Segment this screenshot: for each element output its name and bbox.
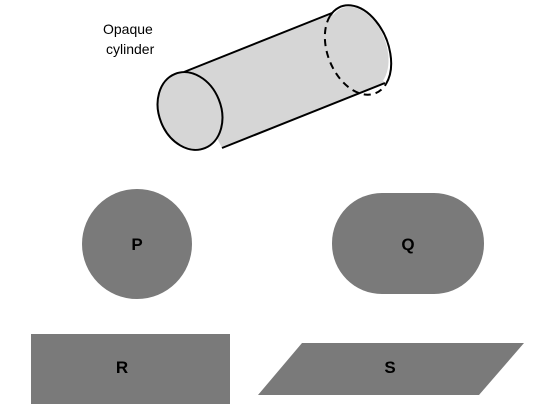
cylinder-bottom-edge: [221, 82, 386, 149]
opaque-cylinder: [156, 4, 393, 151]
shadow-s-parallelogram: [258, 343, 524, 395]
shadow-q-label: Q: [401, 235, 414, 254]
shadow-p: P: [82, 189, 192, 299]
shadow-s-label: S: [384, 358, 395, 377]
cylinder-caption-line-2: cylinder: [106, 41, 155, 57]
shadow-p-circle: [82, 189, 192, 299]
cylinder-caption-line-1: Opaque: [103, 21, 153, 37]
shadow-r-rectangle: [31, 334, 230, 404]
cylinder-near-end: [156, 71, 224, 151]
shadow-p-label: P: [131, 235, 142, 254]
cylinder-far-end: [327, 6, 389, 90]
cylinder-far-end-hidden-rim: [323, 15, 387, 96]
shadow-s: S: [258, 343, 524, 395]
shadow-q: Q: [332, 193, 484, 294]
shadow-q-stadium: [332, 193, 484, 294]
shadow-r: R: [31, 334, 230, 404]
cylinder-top-edge: [183, 12, 333, 73]
shadow-r-label: R: [116, 358, 128, 377]
cylinder-far-end-visible-rim: [329, 4, 393, 85]
